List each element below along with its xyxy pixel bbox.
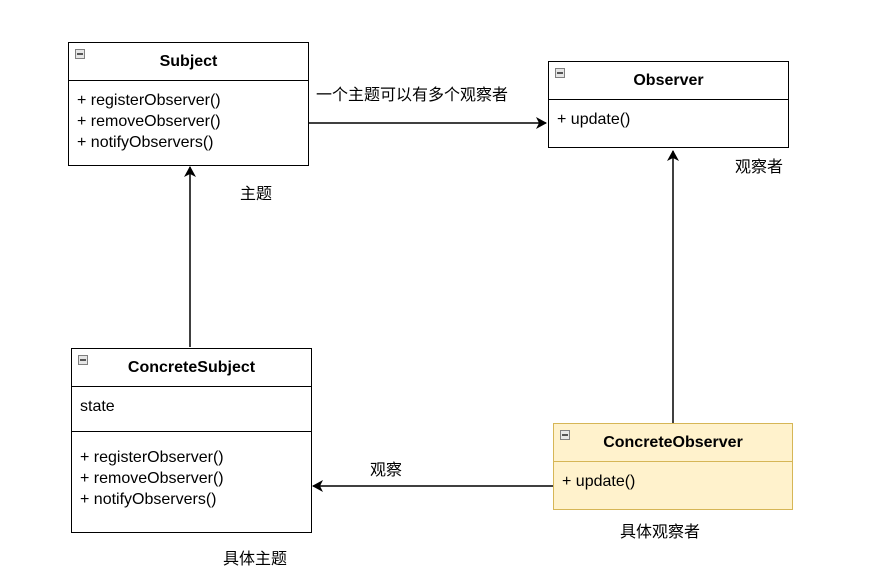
edge-label-observe: 观察 <box>370 460 403 479</box>
method-row: + removeObserver() <box>80 470 224 487</box>
class-subject-name: Subject <box>159 52 218 70</box>
caption-subject: 主题 <box>240 184 273 203</box>
class-concrete-subject-methods: + registerObserver() + removeObserver() … <box>72 432 311 516</box>
class-concrete-observer-methods: + update() <box>554 462 792 498</box>
edge-label-subject-observer: 一个主题可以有多个观察者 <box>316 85 509 104</box>
class-concrete-subject-name: ConcreteSubject <box>127 358 256 376</box>
attribute-row: state <box>80 398 115 415</box>
method-row: + notifyObservers() <box>77 134 214 151</box>
class-concrete-subject-header: ConcreteSubject <box>72 349 311 387</box>
class-concrete-observer-header: ConcreteObserver <box>554 424 792 462</box>
class-subject[interactable]: Subject + registerObserver() + removeObs… <box>68 42 309 166</box>
class-subject-methods: + registerObserver() + removeObserver() … <box>69 81 308 159</box>
class-subject-header: Subject <box>69 43 308 81</box>
class-observer-header: Observer <box>549 62 788 100</box>
collapse-icon[interactable] <box>78 355 88 365</box>
method-row: + registerObserver() <box>77 92 221 109</box>
method-row: + update() <box>562 473 636 490</box>
collapse-icon[interactable] <box>555 68 565 78</box>
caption-concrete-observer: 具体观察者 <box>620 522 701 541</box>
caption-observer: 观察者 <box>735 157 784 176</box>
method-row: + update() <box>557 111 631 128</box>
method-row: + notifyObservers() <box>80 491 217 508</box>
class-observer-name: Observer <box>633 71 704 89</box>
class-observer-methods: + update() <box>549 100 788 136</box>
class-observer[interactable]: Observer + update() <box>548 61 789 148</box>
class-concrete-observer-name: ConcreteObserver <box>603 433 743 451</box>
class-concrete-observer[interactable]: ConcreteObserver + update() <box>553 423 793 510</box>
caption-concrete-subject: 具体主题 <box>223 549 288 568</box>
method-row: + registerObserver() <box>80 449 224 466</box>
class-concrete-subject[interactable]: ConcreteSubject state + registerObserver… <box>71 348 312 533</box>
class-concrete-subject-attributes: state <box>72 387 311 432</box>
method-row: + removeObserver() <box>77 113 221 130</box>
collapse-icon[interactable] <box>560 430 570 440</box>
collapse-icon[interactable] <box>75 49 85 59</box>
